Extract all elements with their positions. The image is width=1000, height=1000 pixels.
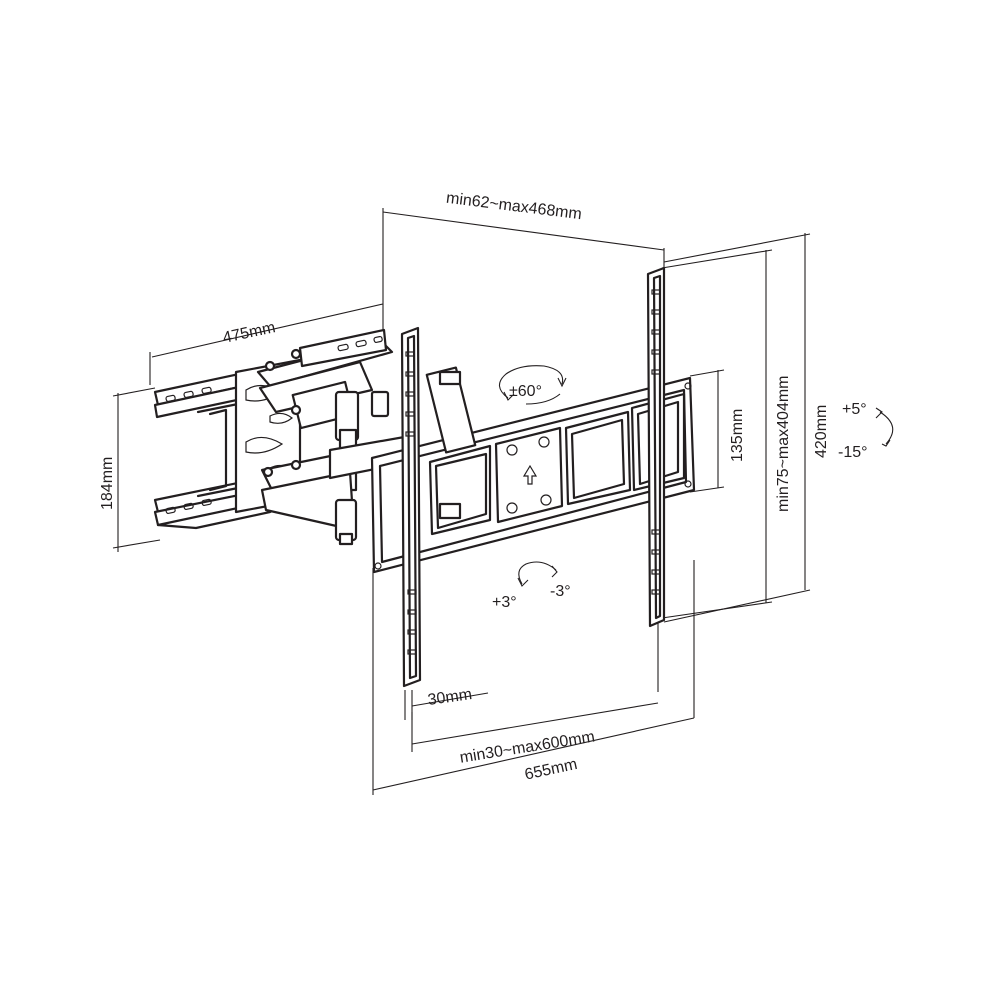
tv-adapter-plate: [370, 366, 696, 574]
arm-length-label: 475mm: [221, 319, 277, 347]
depth-range-label: min62~max468mm: [445, 190, 583, 224]
pattern-height-label: 135mm: [729, 409, 746, 462]
swivel-label: ±60°: [509, 383, 542, 400]
tilt-down-label: -15°: [838, 444, 868, 461]
tilt-up-label: +5°: [842, 401, 867, 418]
rail-width-label: 30mm: [427, 686, 473, 709]
bracket-height-label: 420mm: [813, 405, 830, 458]
dimension-lines: [112, 208, 811, 795]
articulating-arms: [256, 328, 412, 546]
wall-plate-height-label: 184mm: [99, 457, 116, 510]
rotation-arrows: [498, 365, 894, 587]
level-plus-label: +3°: [492, 594, 517, 611]
vertical-tv-rails: [400, 266, 666, 688]
level-minus-label: -3°: [550, 583, 571, 600]
total-width-label: 655mm: [523, 756, 579, 784]
vertical-vesa-range-label: min75~max404mm: [775, 376, 792, 513]
